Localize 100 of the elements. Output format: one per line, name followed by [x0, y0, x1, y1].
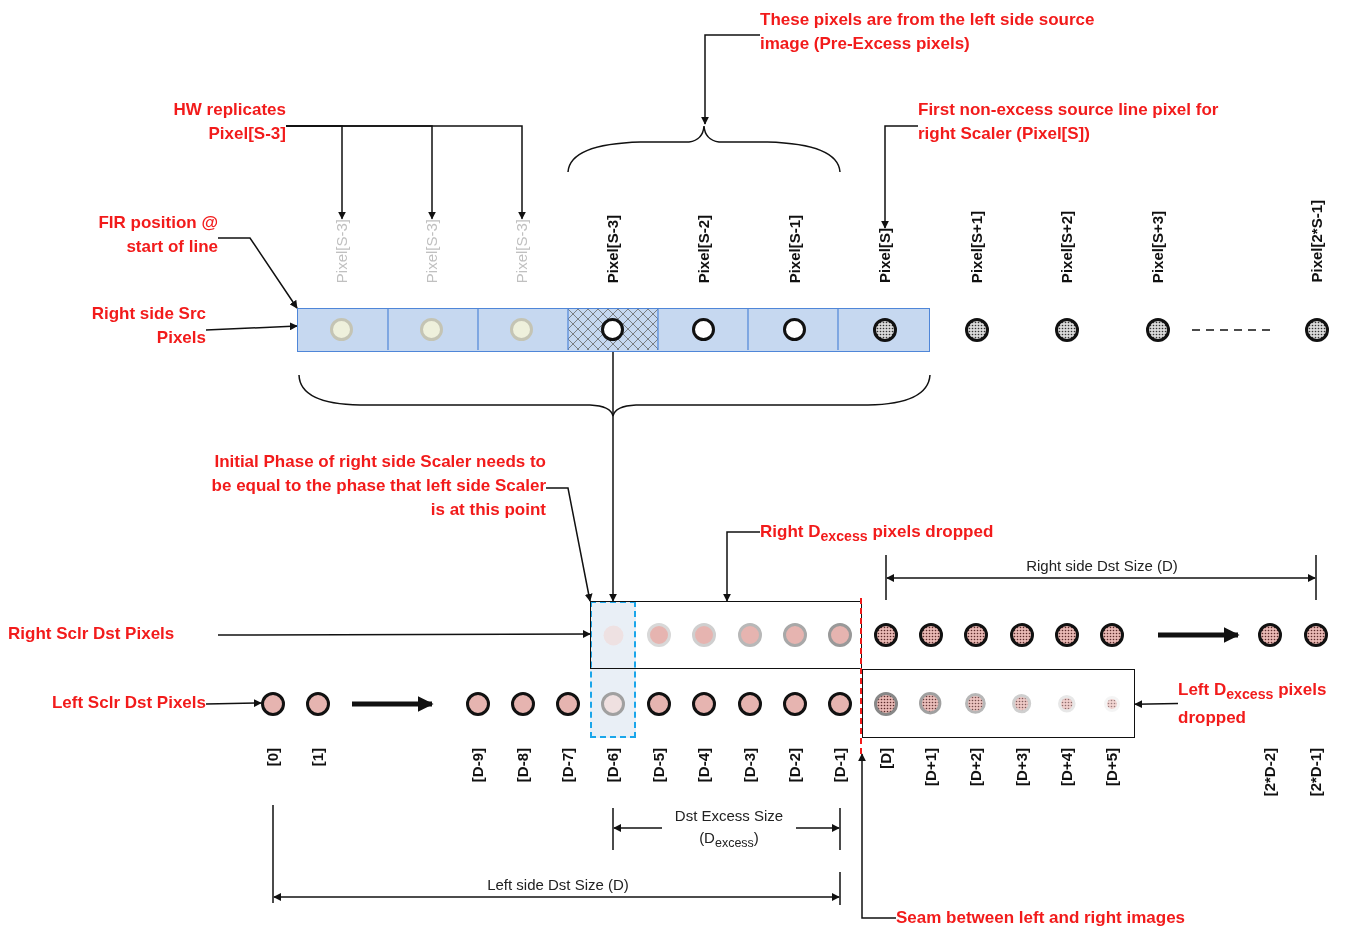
arrow: [723, 531, 761, 602]
pixel-circle: [601, 692, 625, 716]
pixel-circle: [601, 318, 624, 341]
index-label: [D-6]: [604, 748, 622, 783]
callout-text: Left Sclr Dst Pixels: [20, 691, 206, 715]
pixel-label: Pixel[S-3]: [604, 214, 622, 283]
curly-brace: [566, 124, 842, 172]
index-label: [2*D-2]: [1261, 748, 1279, 797]
pixel-label: Pixel[S-3]: [333, 218, 351, 283]
callout-text: Right Sclr Dst Pixels: [8, 622, 218, 646]
pixel-label: Pixel[2*S-1]: [1308, 200, 1326, 283]
index-label: [D-5]: [650, 748, 668, 783]
pixel-circle: [510, 318, 533, 341]
index-label: [D-9]: [469, 748, 487, 783]
pixel-circle: [1010, 623, 1034, 647]
pixel-circle: [919, 692, 942, 715]
arrow: [1158, 627, 1240, 643]
pixel-circle: [556, 692, 580, 716]
pixel-circle: [964, 623, 988, 647]
pixel-circle: [466, 692, 490, 716]
arrow: [858, 753, 897, 919]
index-label: [D+3]: [1013, 748, 1031, 786]
pixel-label: Pixel[S+3]: [1149, 210, 1167, 283]
index-label: [0]: [264, 748, 282, 767]
pixel-circle: [737, 622, 762, 647]
seam-line: [860, 598, 863, 754]
pixel-strip: [297, 308, 930, 352]
pixel-circle: [646, 622, 671, 647]
callout-text: Seam between left and right images: [896, 906, 1256, 927]
pixel-circle: [692, 692, 716, 716]
pixel-circle: [647, 692, 671, 716]
pixel-label: Pixel[S+2]: [1058, 210, 1076, 283]
pixel-circle: [330, 318, 353, 341]
pixel-label: Pixel[S-2]: [695, 214, 713, 283]
callout-text: Left D$_{excess}$ pixels dropped: [1178, 678, 1350, 731]
index-label: [D+5]: [1103, 748, 1121, 786]
index-label: [D-1]: [831, 748, 849, 783]
index-label: [D-8]: [514, 748, 532, 783]
pixel-label: Pixel[S-3]: [513, 218, 531, 283]
pixel-circle: [511, 692, 535, 716]
index-label: [D-3]: [741, 748, 759, 783]
index-label: [D+2]: [967, 748, 985, 786]
callout-text: FIR position @ start of line: [78, 211, 218, 259]
arrow: [217, 237, 298, 309]
pixel-circle: [919, 623, 943, 647]
arrow: [217, 630, 591, 638]
arrow: [205, 699, 262, 708]
pixel-circle: [874, 623, 898, 647]
pixel-circle: [1100, 623, 1124, 647]
pixel-circle: [1055, 318, 1079, 342]
pixel-circle: [965, 693, 986, 714]
index-label: [2*D-1]: [1307, 748, 1325, 797]
arrow: [1134, 700, 1179, 709]
pixel-circle: [738, 692, 762, 716]
arrow: [609, 351, 617, 602]
pixel-circle: [692, 318, 715, 341]
pixel-circle: [420, 318, 443, 341]
callout-text: Initial Phase of right side Scaler needs to be equal to the phase that left side Scaler is at this point: [196, 450, 546, 522]
pixel-label: Pixel[S-3]: [423, 218, 441, 283]
arrow: [881, 125, 919, 229]
pixel-circle: [1258, 623, 1282, 647]
index-label: [D+4]: [1058, 748, 1076, 786]
dropped-pixels-frame: [862, 669, 1135, 738]
callout-text: Right side Src Pixels: [90, 302, 206, 350]
arrow: [205, 322, 298, 331]
pixel-circle: [1011, 693, 1032, 714]
arrow: [545, 487, 593, 602]
dropped-pixels-frame: [590, 601, 862, 669]
pixel-circle: [827, 622, 852, 647]
pixel-circle: [873, 691, 898, 716]
index-label: [D+1]: [922, 748, 940, 786]
pixel-circle: [1057, 694, 1076, 713]
pixel-circle: [691, 622, 716, 647]
index-label: [D-7]: [559, 748, 577, 783]
index-label: [D]: [877, 748, 895, 769]
index-label: [D-2]: [786, 748, 804, 783]
arrow: [285, 125, 526, 220]
pixel-circle: [306, 692, 330, 716]
pixel-circle: [783, 692, 807, 716]
pixel-circle: [1305, 318, 1329, 342]
pixel-circle: [782, 622, 807, 647]
callout-text: HW replicates Pixel[S-3]: [130, 98, 286, 146]
arrow: [352, 696, 434, 712]
callout-text: These pixels are from the left side source image (Pre-Excess pixels): [760, 8, 1100, 56]
pixel-circle: [1304, 623, 1328, 647]
callout-text: Right D$_{excess}$ pixels dropped: [760, 520, 1040, 549]
arrow: [701, 34, 761, 125]
pixel-label: Pixel[S]: [876, 227, 894, 283]
highlight-frame: [590, 601, 636, 738]
callout-text: First non-excess source line pixel for right Scaler (Pixel[S]): [918, 98, 1258, 146]
pixel-circle: [828, 692, 852, 716]
index-label: [1]: [309, 748, 327, 767]
pixel-circle: [872, 317, 897, 342]
pixel-circle: [783, 318, 806, 341]
pixel-circle: [1103, 695, 1120, 712]
pixel-circle: [1055, 623, 1079, 647]
pixel-circle: [261, 692, 285, 716]
pixel-circle: [965, 318, 989, 342]
pixel-label: Pixel[S-1]: [786, 214, 804, 283]
pixel-label: Pixel[S+1]: [968, 210, 986, 283]
